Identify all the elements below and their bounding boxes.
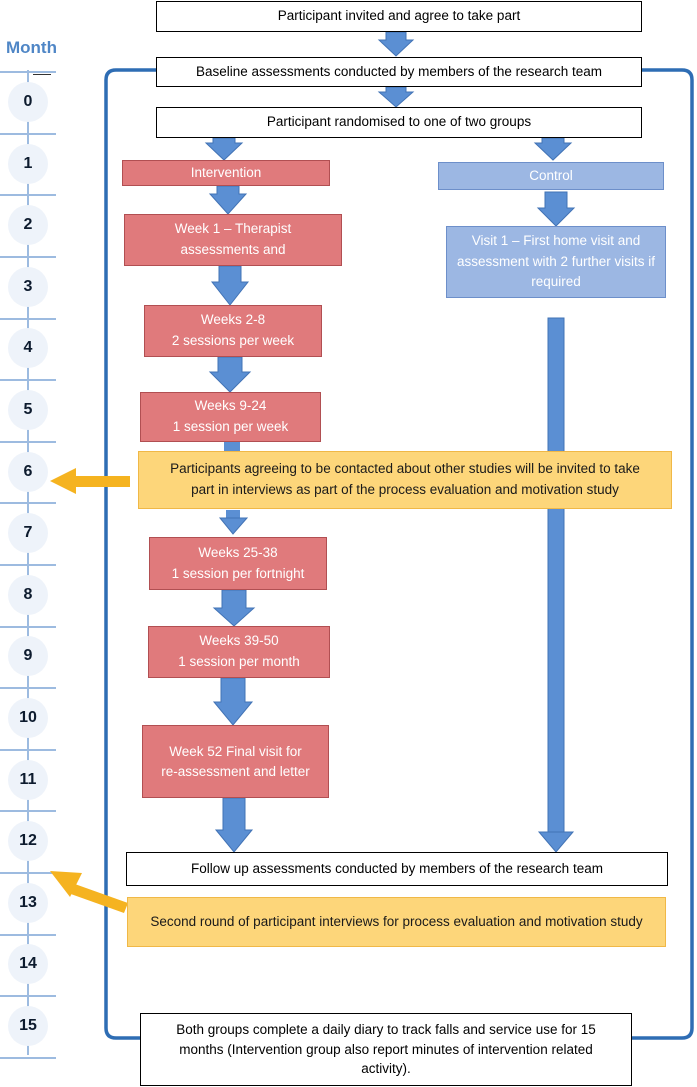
weeks-39-50-box: Weeks 39-50 1 session per month [148,626,330,678]
randomised-box: Participant randomised to one of two gro… [156,107,642,138]
month-10: 10 [8,698,48,738]
interviews-round-1-box: Participants agreeing to be contacted ab… [138,451,672,509]
month-12: 12 [8,821,48,862]
month-tick [0,933,56,936]
month-13: 13 [8,882,48,923]
month-9: 9 [8,636,48,677]
month-0: 0 [8,82,48,122]
month-11: 11 [8,759,48,800]
flow-arrow-3 [204,137,244,161]
intervention-passthrough-arrow-2 [226,510,240,520]
month-tick [0,502,56,505]
month-axis-label: Month [6,38,57,57]
control-long-arrow-head [537,831,575,853]
pointer-arrow-month-6 [50,468,130,494]
timeline-top-dash [33,74,51,75]
weeks-25-38-box: Weeks 25-38 1 session per fortnight [149,537,327,590]
month-5: 5 [8,390,48,430]
intervention-passthrough-arrow-head [218,517,249,535]
month-15: 15 [8,1006,48,1046]
flow-arrows [204,31,576,853]
week-1-box: Week 1 – Therapist assessments and [124,214,342,266]
flow-arrow-11 [214,797,254,853]
control-header: Control [438,162,664,190]
timeline-axis [27,70,29,1055]
month-14: 14 [8,944,48,985]
study-bracket [104,68,694,1040]
visit-1-box: Visit 1 – First home visit and assessmen… [446,226,666,298]
month-1: 1 [8,143,48,184]
month-tick [0,194,56,197]
flow-arrow-10 [212,677,254,726]
month-3: 3 [8,266,48,307]
invited-box: Participant invited and agree to take pa… [156,1,642,32]
month-7: 7 [8,513,48,554]
baseline-box: Baseline assessments conducted by member… [156,57,642,87]
month-tick [0,71,56,74]
weeks-2-8-box: Weeks 2-8 2 sessions per week [144,305,322,357]
intervention-header: Intervention [122,160,330,186]
flow-arrow-2 [377,86,415,108]
week-52-box: Week 52 Final visit for re-assessment an… [142,725,329,798]
month-tick [0,440,56,443]
pointer-arrow-month-13 [50,871,128,913]
month-2: 2 [8,205,48,246]
month-tick [0,625,56,628]
interviews-round-2-box: Second round of participant interviews f… [127,897,666,947]
flow-arrow-8 [208,356,252,393]
month-tick [0,687,56,690]
flow-arrow-1 [377,31,415,57]
month-tick [0,379,56,382]
month-tick [0,810,56,813]
control-long-arrow-shaft [547,317,565,833]
daily-diary-box: Both groups complete a daily diary to tr… [140,1013,632,1086]
month-8: 8 [8,574,48,615]
intervention-passthrough-arrow [224,442,240,452]
month-tick [0,748,56,751]
month-tick [0,317,56,320]
flow-arrow-5 [208,185,248,215]
flow-arrow-9 [212,589,256,627]
month-tick [0,995,56,998]
follow-up-box: Follow up assessments conducted by membe… [126,852,668,886]
month-tick [0,132,56,135]
flow-arrow-6 [536,191,576,227]
weeks-9-24-box: Weeks 9-24 1 session per week [140,392,321,442]
month-6: 6 [8,451,48,492]
month-tick [0,564,56,566]
month-tick [0,1056,56,1059]
month-tick [0,256,56,258]
flow-arrow-7 [210,265,250,306]
month-tick [0,872,56,874]
flow-arrow-4 [533,137,573,161]
month-4: 4 [8,328,48,369]
